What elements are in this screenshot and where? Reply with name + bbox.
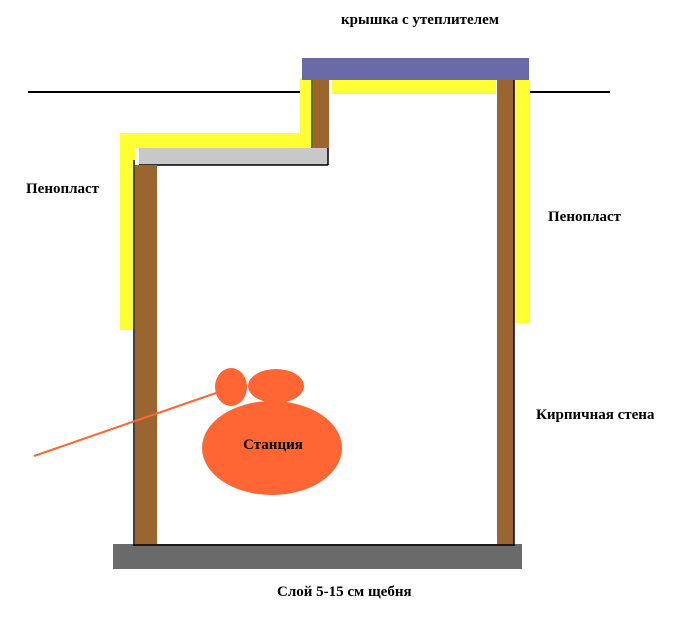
foam-left-top (120, 133, 312, 148)
foam-right-vertical (515, 80, 530, 323)
foam-label-right: Пенопласт (548, 209, 622, 225)
foam-label-left: Пенопласт (26, 181, 100, 197)
foam-under-lid (332, 80, 496, 94)
inlet-pipe (33, 392, 217, 457)
brick-wall-right (497, 80, 514, 545)
gravel-layer (113, 544, 522, 569)
brick-wall-top-step (313, 80, 329, 148)
station-top-small (215, 368, 247, 406)
brick-wall-label: Кирпичная стена (536, 407, 655, 423)
brick-wall-left (135, 165, 157, 545)
gravel-label: Слой 5-15 см щебня (277, 584, 412, 600)
station-body (202, 401, 342, 495)
foam-step-vertical (300, 78, 313, 146)
station-top-large (248, 369, 304, 403)
concrete-slab (139, 148, 328, 165)
lid-label: крышка с утеплителем (341, 12, 499, 28)
station-label: Станция (243, 437, 303, 453)
foam-left-vertical (120, 133, 135, 330)
lid (302, 58, 529, 80)
